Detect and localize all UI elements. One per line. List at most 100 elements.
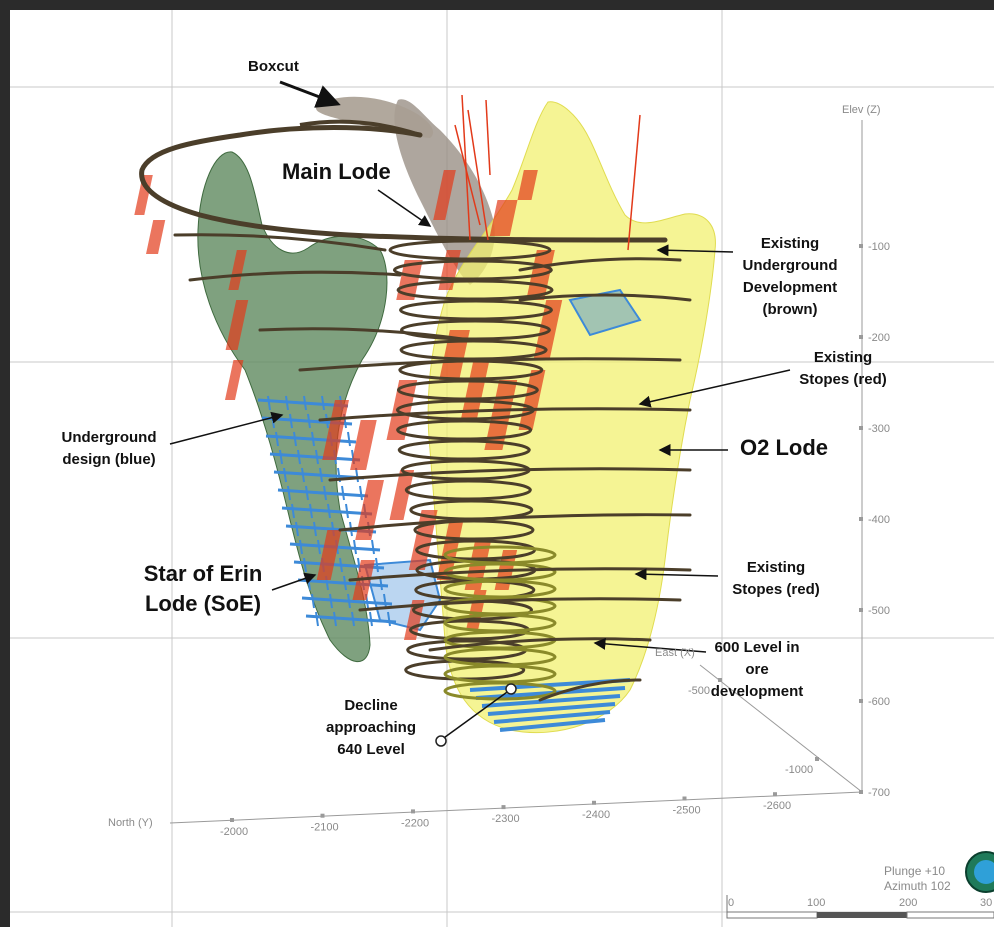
- design-crosscut: [311, 593, 315, 609]
- elev-tick-label: -700: [868, 787, 890, 799]
- north-tick-label: -2300: [492, 813, 520, 825]
- north-tick-label: -2200: [401, 817, 429, 829]
- design-crosscut: [343, 575, 347, 591]
- design-lower-drive: [493, 710, 611, 724]
- elev-tick-mark: [859, 335, 863, 339]
- stope-block: [322, 400, 349, 460]
- development-drive: [538, 678, 642, 702]
- elev-tick-label: -400: [868, 514, 890, 526]
- development-level-loop: [398, 299, 553, 321]
- elev-tick-mark: [859, 608, 863, 612]
- design-crosscut: [317, 539, 321, 555]
- elev-axis-title: Elev (Z): [842, 104, 881, 116]
- north-tick-mark: [501, 805, 506, 810]
- existing-stopes-lower-label: Existing Stopes (red): [720, 557, 832, 601]
- design-crosscut: [333, 611, 337, 627]
- elev-tick-mark: [859, 244, 863, 248]
- boxcut-arrow: [279, 80, 341, 108]
- label-line: Development: [742, 279, 838, 296]
- design-lower-drive: [499, 718, 606, 732]
- existing-stopes-upper-label: Existing Stopes (red): [788, 347, 898, 391]
- design-crosscut: [283, 467, 287, 483]
- elev-tick-mark: [859, 426, 863, 430]
- design-crosscut: [345, 503, 349, 519]
- stope-block: [389, 470, 415, 520]
- scale-bar: [726, 895, 994, 919]
- development-drive: [188, 270, 402, 282]
- north-tick-label: -2100: [311, 822, 339, 834]
- design-crosscut: [327, 503, 331, 519]
- design-lower-drive: [487, 702, 616, 716]
- star-of-erin-label: Star of Erin Lode (SoE): [130, 559, 276, 619]
- design-crosscut: [267, 395, 271, 411]
- north-axis-ticks: -2000-2100-2200-2300-2400-2500-2600: [220, 792, 791, 838]
- scale-label-300: 30: [980, 897, 993, 909]
- decline-label: Decline approaching 640 Level: [315, 695, 427, 761]
- design-crosscut: [383, 593, 387, 609]
- north-axis-title: North (Y): [108, 817, 153, 829]
- development-level-loop: [396, 379, 539, 401]
- stope-block: [134, 175, 153, 215]
- design-crosscut: [347, 593, 351, 609]
- development-drive: [518, 293, 692, 302]
- decline-ramp-loop: [139, 125, 668, 243]
- north-tick-label: -2400: [582, 809, 610, 821]
- design-level-drive: [277, 488, 369, 498]
- label-line: Underground: [61, 429, 157, 446]
- stope-block: [355, 480, 384, 540]
- stope-block: [228, 250, 247, 290]
- design-crosscut: [311, 431, 315, 447]
- east-tick-label: -500: [688, 685, 710, 697]
- east-tick-mark: [718, 678, 722, 682]
- stope-block: [533, 300, 563, 360]
- design-crosscut: [323, 485, 327, 501]
- label-line: Star of Erin: [143, 561, 263, 586]
- label-line: design (blue): [62, 451, 156, 468]
- north-tick-mark: [682, 796, 687, 801]
- stopes-lower-arrow: [634, 568, 719, 581]
- ug-design-arrow: [169, 411, 284, 445]
- design-crosscut: [321, 395, 325, 411]
- development-level-loop: [397, 439, 531, 461]
- design-crosscut: [353, 539, 357, 555]
- stope-block: [433, 170, 456, 220]
- design-lower-drive: [481, 694, 621, 708]
- design-crosscut: [307, 413, 311, 429]
- north-tick-mark: [773, 792, 777, 797]
- east-tick-label: -1000: [785, 764, 813, 776]
- main-lode-arrow: [377, 189, 432, 227]
- azimuth-label: Azimuth 102: [884, 879, 951, 893]
- stope-block: [517, 170, 538, 200]
- design-level-drive: [301, 596, 393, 606]
- axis-frame: [169, 120, 863, 824]
- design-crosscut: [279, 449, 283, 465]
- east-tick-mark: [815, 757, 819, 761]
- design-crosscut: [301, 467, 305, 483]
- development-drive: [328, 467, 692, 482]
- east-axis-ticks: -500 -1000: [688, 678, 819, 776]
- scale-label-200: 200: [899, 897, 918, 909]
- underground-design-label: Underground design (blue): [48, 427, 170, 471]
- stope-block: [224, 360, 244, 400]
- decline-start-marker: [435, 735, 447, 747]
- north-tick-mark: [592, 800, 596, 805]
- label-line: Stopes (red): [799, 371, 887, 388]
- leader-arrows: [169, 80, 791, 747]
- design-level-drive: [257, 398, 349, 408]
- design-level-drive: [269, 452, 361, 462]
- north-tick-label: -2000: [220, 826, 248, 838]
- development-level-loop: [396, 279, 554, 301]
- label-line: Lode (SoE): [144, 591, 262, 616]
- design-crosscut: [371, 539, 375, 555]
- north-tick-mark: [411, 809, 415, 814]
- development-level-loop: [399, 319, 551, 341]
- design-crosscut: [293, 431, 297, 447]
- elev-tick-label: -300: [868, 423, 890, 435]
- stope-block: [316, 530, 342, 580]
- plunge-label: Plunge +10: [884, 864, 946, 878]
- stope-block: [146, 220, 166, 254]
- elev-tick-label: -100: [868, 241, 890, 253]
- vent-rises-red: [454, 94, 641, 251]
- elev-tick-label: -600: [868, 696, 890, 708]
